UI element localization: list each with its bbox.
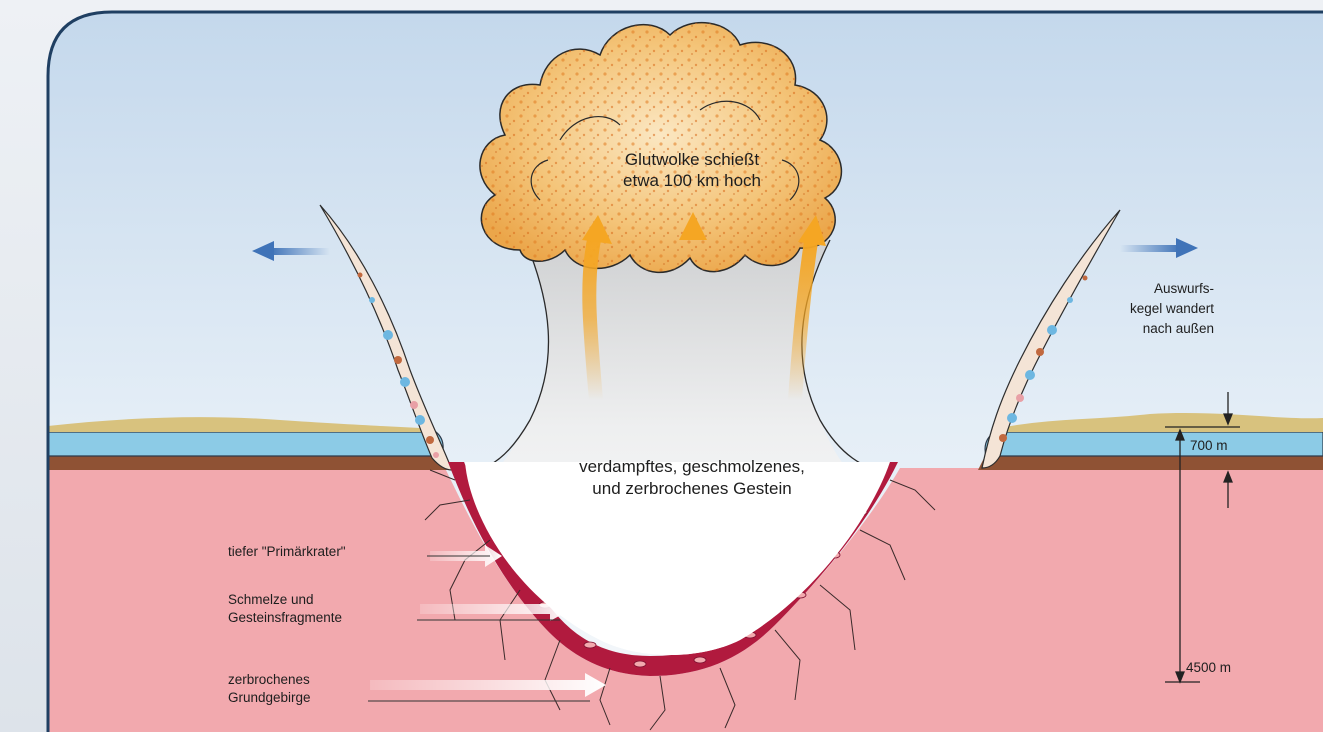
center-label-line2: und zerbrochenes Gestein: [592, 479, 791, 498]
depth-label-700m: 700 m: [1190, 438, 1228, 453]
water-layer-left: [48, 432, 443, 456]
primary-crater-label: tiefer "Primärkrater": [228, 544, 346, 559]
sediment-layer-left: [48, 456, 447, 470]
water-layer-right: [985, 432, 1323, 456]
ejecta-label-line3: nach außen: [1143, 321, 1214, 336]
center-label-line1: verdampftes, geschmolzenes,: [579, 457, 805, 476]
basement-label-line1: zerbrochenes: [228, 672, 310, 687]
cloud-label-line2: etwa 100 km hoch: [623, 171, 761, 190]
depth-label-4500m: 4500 m: [1186, 660, 1231, 675]
cloud-label-line1: Glutwolke schießt: [625, 150, 759, 169]
melt-label-line2: Gesteinsfragmente: [228, 610, 342, 625]
ejecta-label-line1: Auswurfs-: [1154, 281, 1214, 296]
melt-label-line1: Schmelze und: [228, 592, 314, 607]
ejecta-label-line2: kegel wandert: [1130, 301, 1214, 316]
basement-label-line2: Grundgebirge: [228, 690, 311, 705]
sediment-layer-right: [978, 456, 1323, 470]
